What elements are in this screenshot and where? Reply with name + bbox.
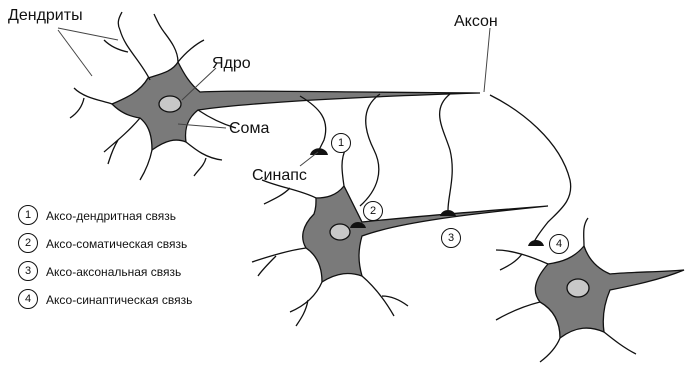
nucleus-label: Ядро bbox=[212, 56, 251, 72]
neuron-2-nucleus bbox=[330, 224, 350, 240]
legend-text: Аксо-дендритная связь bbox=[46, 209, 176, 223]
legend-number: 1 bbox=[18, 205, 38, 225]
marker-3: 3 bbox=[441, 228, 461, 248]
neuron-3-soma bbox=[535, 246, 684, 338]
dendrites-label: Дендриты bbox=[8, 8, 83, 24]
marker-4: 4 bbox=[549, 234, 569, 254]
neuron-3-nucleus bbox=[567, 279, 589, 297]
neuron-1 bbox=[70, 12, 480, 180]
synapse-label: Синапс bbox=[252, 168, 307, 184]
neuron-3 bbox=[496, 218, 684, 362]
marker-2: 2 bbox=[363, 201, 383, 221]
axon-label: Аксон bbox=[454, 14, 498, 30]
legend-number: 3 bbox=[18, 261, 38, 281]
legend-number: 4 bbox=[18, 289, 38, 309]
soma-label: Сома bbox=[229, 121, 269, 137]
legend-text: Аксо-соматическая связь bbox=[46, 237, 187, 251]
legend-text: Аксо-синаптическая связь bbox=[46, 293, 192, 307]
neuron-1-nucleus bbox=[159, 96, 181, 112]
legend-text: Аксо-аксональная связь bbox=[46, 265, 181, 279]
synapse-1-knob bbox=[310, 148, 328, 155]
synapse-4-knob bbox=[528, 240, 544, 246]
marker-1: 1 bbox=[331, 133, 351, 153]
synapse-3-knob bbox=[440, 210, 456, 216]
legend-number: 2 bbox=[18, 233, 38, 253]
